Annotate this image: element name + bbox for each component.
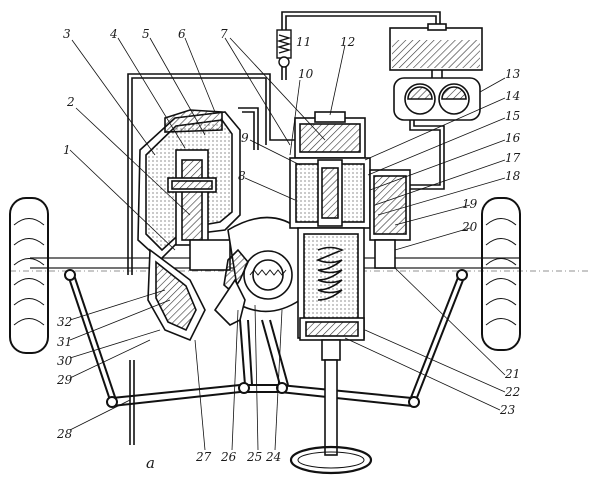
callout-30: 30 — [57, 354, 73, 368]
callout-9: 9 — [241, 131, 249, 145]
callout-17: 17 — [505, 151, 521, 165]
callout-21: 21 — [505, 367, 521, 381]
callout-14: 14 — [505, 89, 521, 103]
callout-18: 18 — [505, 169, 521, 183]
callout-7: 7 — [220, 27, 228, 41]
callout-8: 8 — [238, 169, 246, 183]
steering-gearbox — [289, 111, 411, 341]
callout-6: 6 — [178, 27, 186, 41]
callout-leaders — [69, 37, 506, 451]
callout-10: 10 — [298, 67, 314, 81]
steering-gear-sector — [213, 216, 301, 326]
callout-26: 26 — [221, 450, 237, 464]
callout-27: 27 — [196, 450, 212, 464]
callout-25: 25 — [247, 450, 263, 464]
callout-12: 12 — [340, 35, 356, 49]
figure-caption: a — [146, 454, 155, 472]
callout-24: 24 — [266, 450, 282, 464]
callout-23: 23 — [500, 403, 516, 417]
callout-31: 31 — [57, 335, 73, 349]
left-wheel — [9, 197, 49, 354]
steering-column — [289, 339, 373, 475]
oil-reservoir — [389, 23, 483, 71]
oil-pump — [393, 70, 481, 121]
callout-3: 3 — [63, 27, 71, 41]
callout-32: 32 — [57, 315, 73, 329]
callout-4: 4 — [110, 27, 118, 41]
callout-29: 29 — [57, 373, 73, 387]
power-cylinder — [137, 109, 241, 342]
safety-valve — [276, 29, 292, 68]
callout-1: 1 — [63, 143, 71, 157]
callout-13: 13 — [505, 67, 521, 81]
callout-2: 2 — [67, 95, 75, 109]
callout-15: 15 — [505, 109, 521, 123]
right-wheel — [481, 197, 521, 351]
callout-5: 5 — [142, 27, 150, 41]
callout-11: 11 — [296, 35, 312, 49]
callout-20: 20 — [462, 220, 478, 234]
callout-28: 28 — [57, 427, 73, 441]
callout-16: 16 — [505, 131, 521, 145]
callout-19: 19 — [462, 197, 478, 211]
callout-22: 22 — [505, 385, 521, 399]
